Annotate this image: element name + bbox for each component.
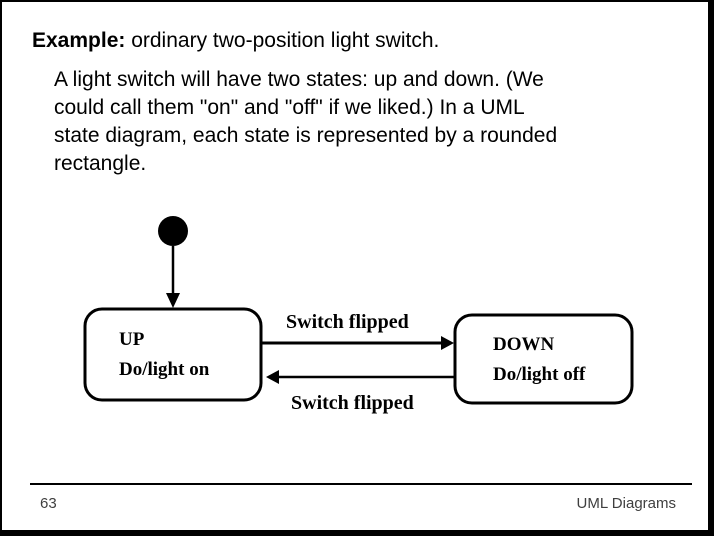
- footer-title: UML Diagrams: [576, 495, 676, 512]
- initial-state-icon: [158, 216, 188, 246]
- state-down-box: [453, 313, 634, 405]
- page-number: 63: [40, 495, 57, 512]
- state-down-name: DOWN: [493, 334, 555, 355]
- slide-title: Example: ordinary two-position light swi…: [32, 28, 439, 54]
- state-up-box: [83, 307, 263, 402]
- initial-transition-arrowhead-icon: [166, 293, 180, 308]
- transition-up-to-down-label: Switch flipped: [286, 311, 409, 333]
- state-up-activity: Do/light on: [119, 359, 210, 380]
- transition-up-to-down-arrowhead-icon: [441, 336, 454, 350]
- footer-divider: [30, 483, 692, 485]
- title-lead: Example:: [32, 29, 126, 52]
- title-rest: ordinary two-position light switch.: [125, 29, 440, 52]
- uml-state-diagram: UP Do/light on DOWN Do/light off Switch …: [83, 216, 634, 414]
- transition-down-to-up-arrowhead-icon: [266, 370, 279, 384]
- transition-down-to-up-label: Switch flipped: [291, 392, 414, 414]
- body-paragraph: A light switch will have two states: up …: [54, 68, 558, 175]
- state-down-activity: Do/light off: [493, 364, 586, 385]
- state-up-name: UP: [119, 329, 145, 350]
